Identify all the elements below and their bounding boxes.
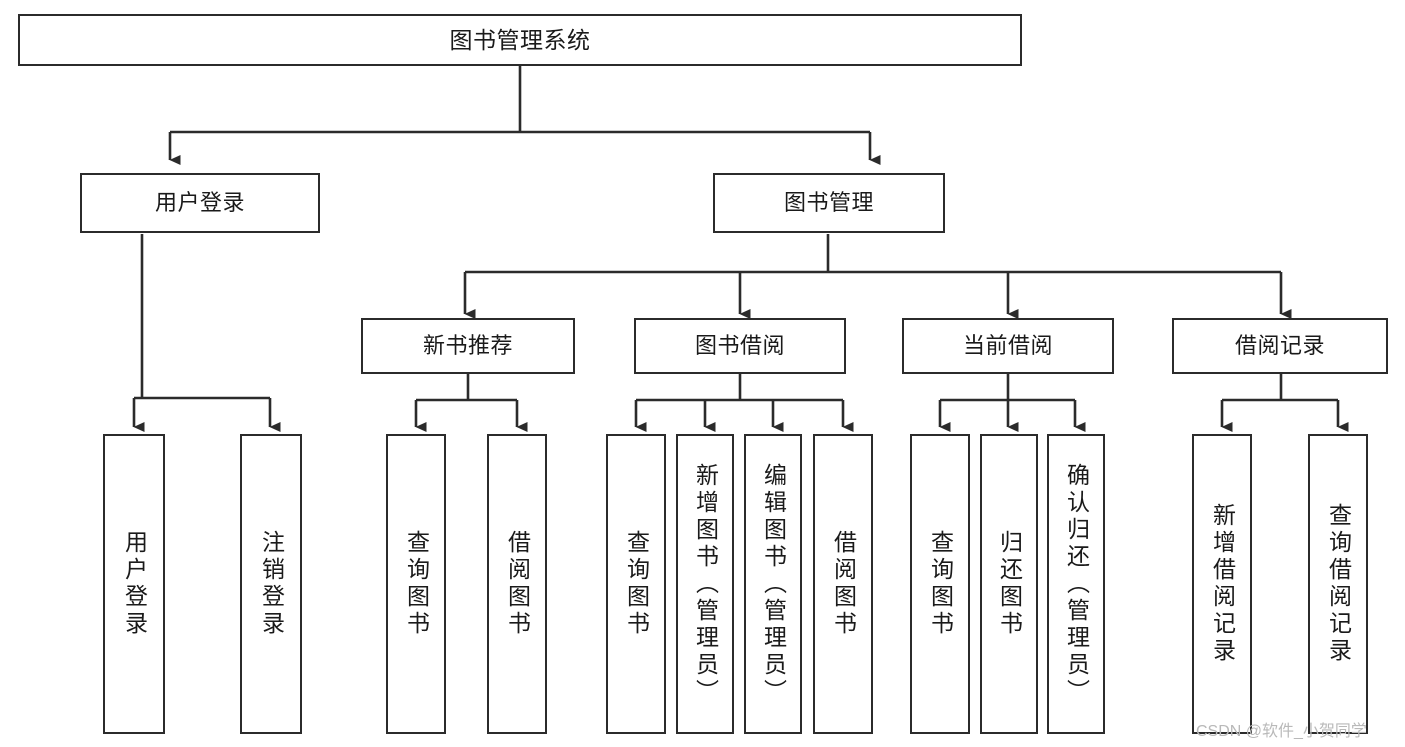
node-label: 图书管理 <box>783 190 874 216</box>
node-label: 新书推荐 <box>422 333 513 359</box>
node-label: 用户登录 <box>154 190 245 216</box>
leaf-borrow-edit-book-admin[interactable]: 编辑图书（管理员） <box>744 434 802 734</box>
node-label: 查询图书 <box>623 530 650 638</box>
node-label: 注销登录 <box>258 530 285 638</box>
leaf-record-query-record[interactable]: 查询借阅记录 <box>1308 434 1368 734</box>
leaf-borrow-add-book-admin[interactable]: 新增图书（管理员） <box>676 434 734 734</box>
node-current-borrow[interactable]: 当前借阅 <box>902 318 1114 374</box>
node-book-borrow[interactable]: 图书借阅 <box>634 318 846 374</box>
node-label: 当前借阅 <box>962 333 1053 359</box>
leaf-new-book-query[interactable]: 查询图书 <box>386 434 446 734</box>
node-root-library-system[interactable]: 图书管理系统 <box>18 14 1022 66</box>
node-label: 借阅记录 <box>1234 333 1325 359</box>
node-label: 查询借阅记录 <box>1325 503 1352 665</box>
leaf-current-return-book[interactable]: 归还图书 <box>980 434 1038 734</box>
node-label: 用户登录 <box>121 530 148 638</box>
node-user-login[interactable]: 用户登录 <box>80 173 320 233</box>
node-book-management[interactable]: 图书管理 <box>713 173 945 233</box>
node-label: 查询图书 <box>403 530 430 638</box>
node-label: 查询图书 <box>927 530 954 638</box>
leaf-user-login-login[interactable]: 用户登录 <box>103 434 165 734</box>
leaf-borrow-query-book[interactable]: 查询图书 <box>606 434 666 734</box>
node-borrow-record[interactable]: 借阅记录 <box>1172 318 1388 374</box>
csdn-watermark: CSDN @软件_小贺同学 <box>1196 723 1367 740</box>
node-label: 图书管理系统 <box>449 26 591 53</box>
leaf-current-confirm-return-admin[interactable]: 确认归还（管理员） <box>1047 434 1105 734</box>
leaf-record-add-record[interactable]: 新增借阅记录 <box>1192 434 1252 734</box>
node-label: 确认归还（管理员） <box>1063 462 1090 706</box>
node-label: 新增图书（管理员） <box>692 462 719 706</box>
leaf-borrow-borrow-book[interactable]: 借阅图书 <box>813 434 873 734</box>
leaf-new-book-borrow[interactable]: 借阅图书 <box>487 434 547 734</box>
leaf-user-login-logout[interactable]: 注销登录 <box>240 434 302 734</box>
node-label: 图书借阅 <box>694 333 785 359</box>
node-label: 归还图书 <box>996 530 1023 638</box>
leaf-current-query-book[interactable]: 查询图书 <box>910 434 970 734</box>
node-label: 借阅图书 <box>504 530 531 638</box>
node-label: 新增借阅记录 <box>1209 503 1236 665</box>
node-new-book-recommend[interactable]: 新书推荐 <box>361 318 575 374</box>
node-label: 借阅图书 <box>830 530 857 638</box>
node-label: 编辑图书（管理员） <box>760 462 787 706</box>
